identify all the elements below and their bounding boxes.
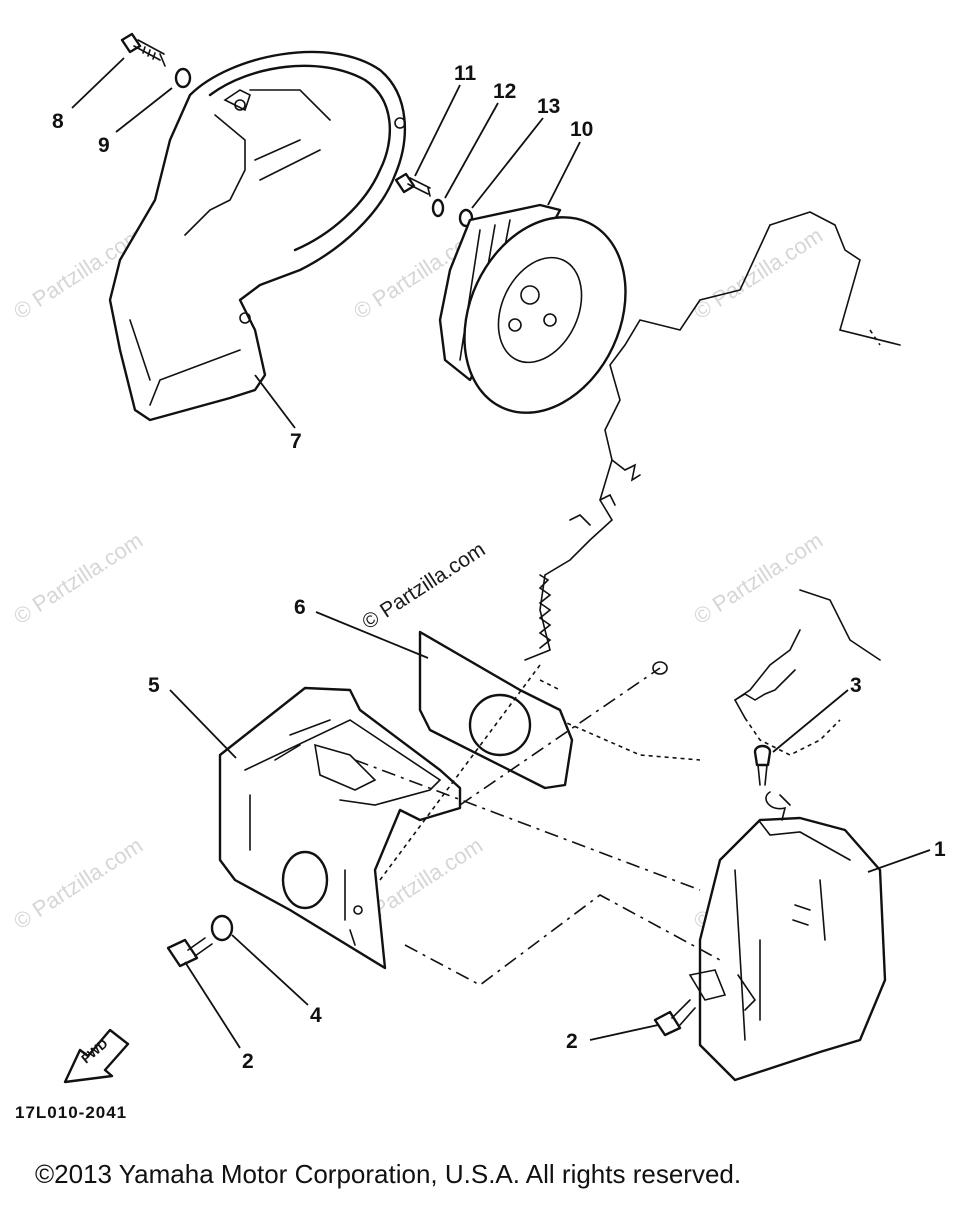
diagram-part-number: 17L010-2041 [15,1103,127,1122]
assembly-lines [354,661,721,986]
callout-12: 12 [493,80,516,103]
callout-labels: 8 9 11 12 13 10 7 6 5 3 1 4 2 2 [52,62,946,1073]
engine-outline [524,211,901,761]
watermark: © Partzilla.com [9,832,147,934]
washer-9 [174,67,192,89]
flywheel [438,203,627,414]
callout-1: 1 [934,838,946,861]
callout-2: 2 [566,1030,578,1053]
callout-7: 7 [290,430,302,453]
callout-13: 13 [537,95,560,118]
ignition-unit [688,791,887,1082]
washer-12 [431,198,445,218]
leader-lines [71,57,931,1049]
bolt-2b [653,999,696,1037]
washer-4 [210,914,234,942]
bolt-3 [753,744,772,786]
gasket-plate [418,630,574,790]
bolt-2a [166,937,213,968]
bolt-8 [120,32,166,67]
watermark: © Partzilla.com [689,527,827,629]
watermark: © Partzilla.com [9,527,147,629]
bolt-11 [394,172,431,197]
watermark-center: © Partzilla.com [358,538,489,634]
bracket [218,686,462,970]
callout-9: 9 [98,134,110,157]
callout-11: 11 [454,62,477,85]
callout-4: 4 [310,1004,322,1027]
callout-3: 3 [850,674,862,697]
callout-6: 6 [294,596,306,619]
callout-8: 8 [52,110,64,133]
callout-5: 5 [148,674,160,697]
fwd-arrow-icon: FWD [63,1028,130,1084]
callout-2: 2 [242,1050,254,1073]
watermark: © Partzilla.com [689,222,827,324]
copyright-footer: ©2013 Yamaha Motor Corporation, U.S.A. A… [35,1159,741,1189]
callout-10: 10 [570,118,593,141]
flywheel-cover [108,50,407,422]
